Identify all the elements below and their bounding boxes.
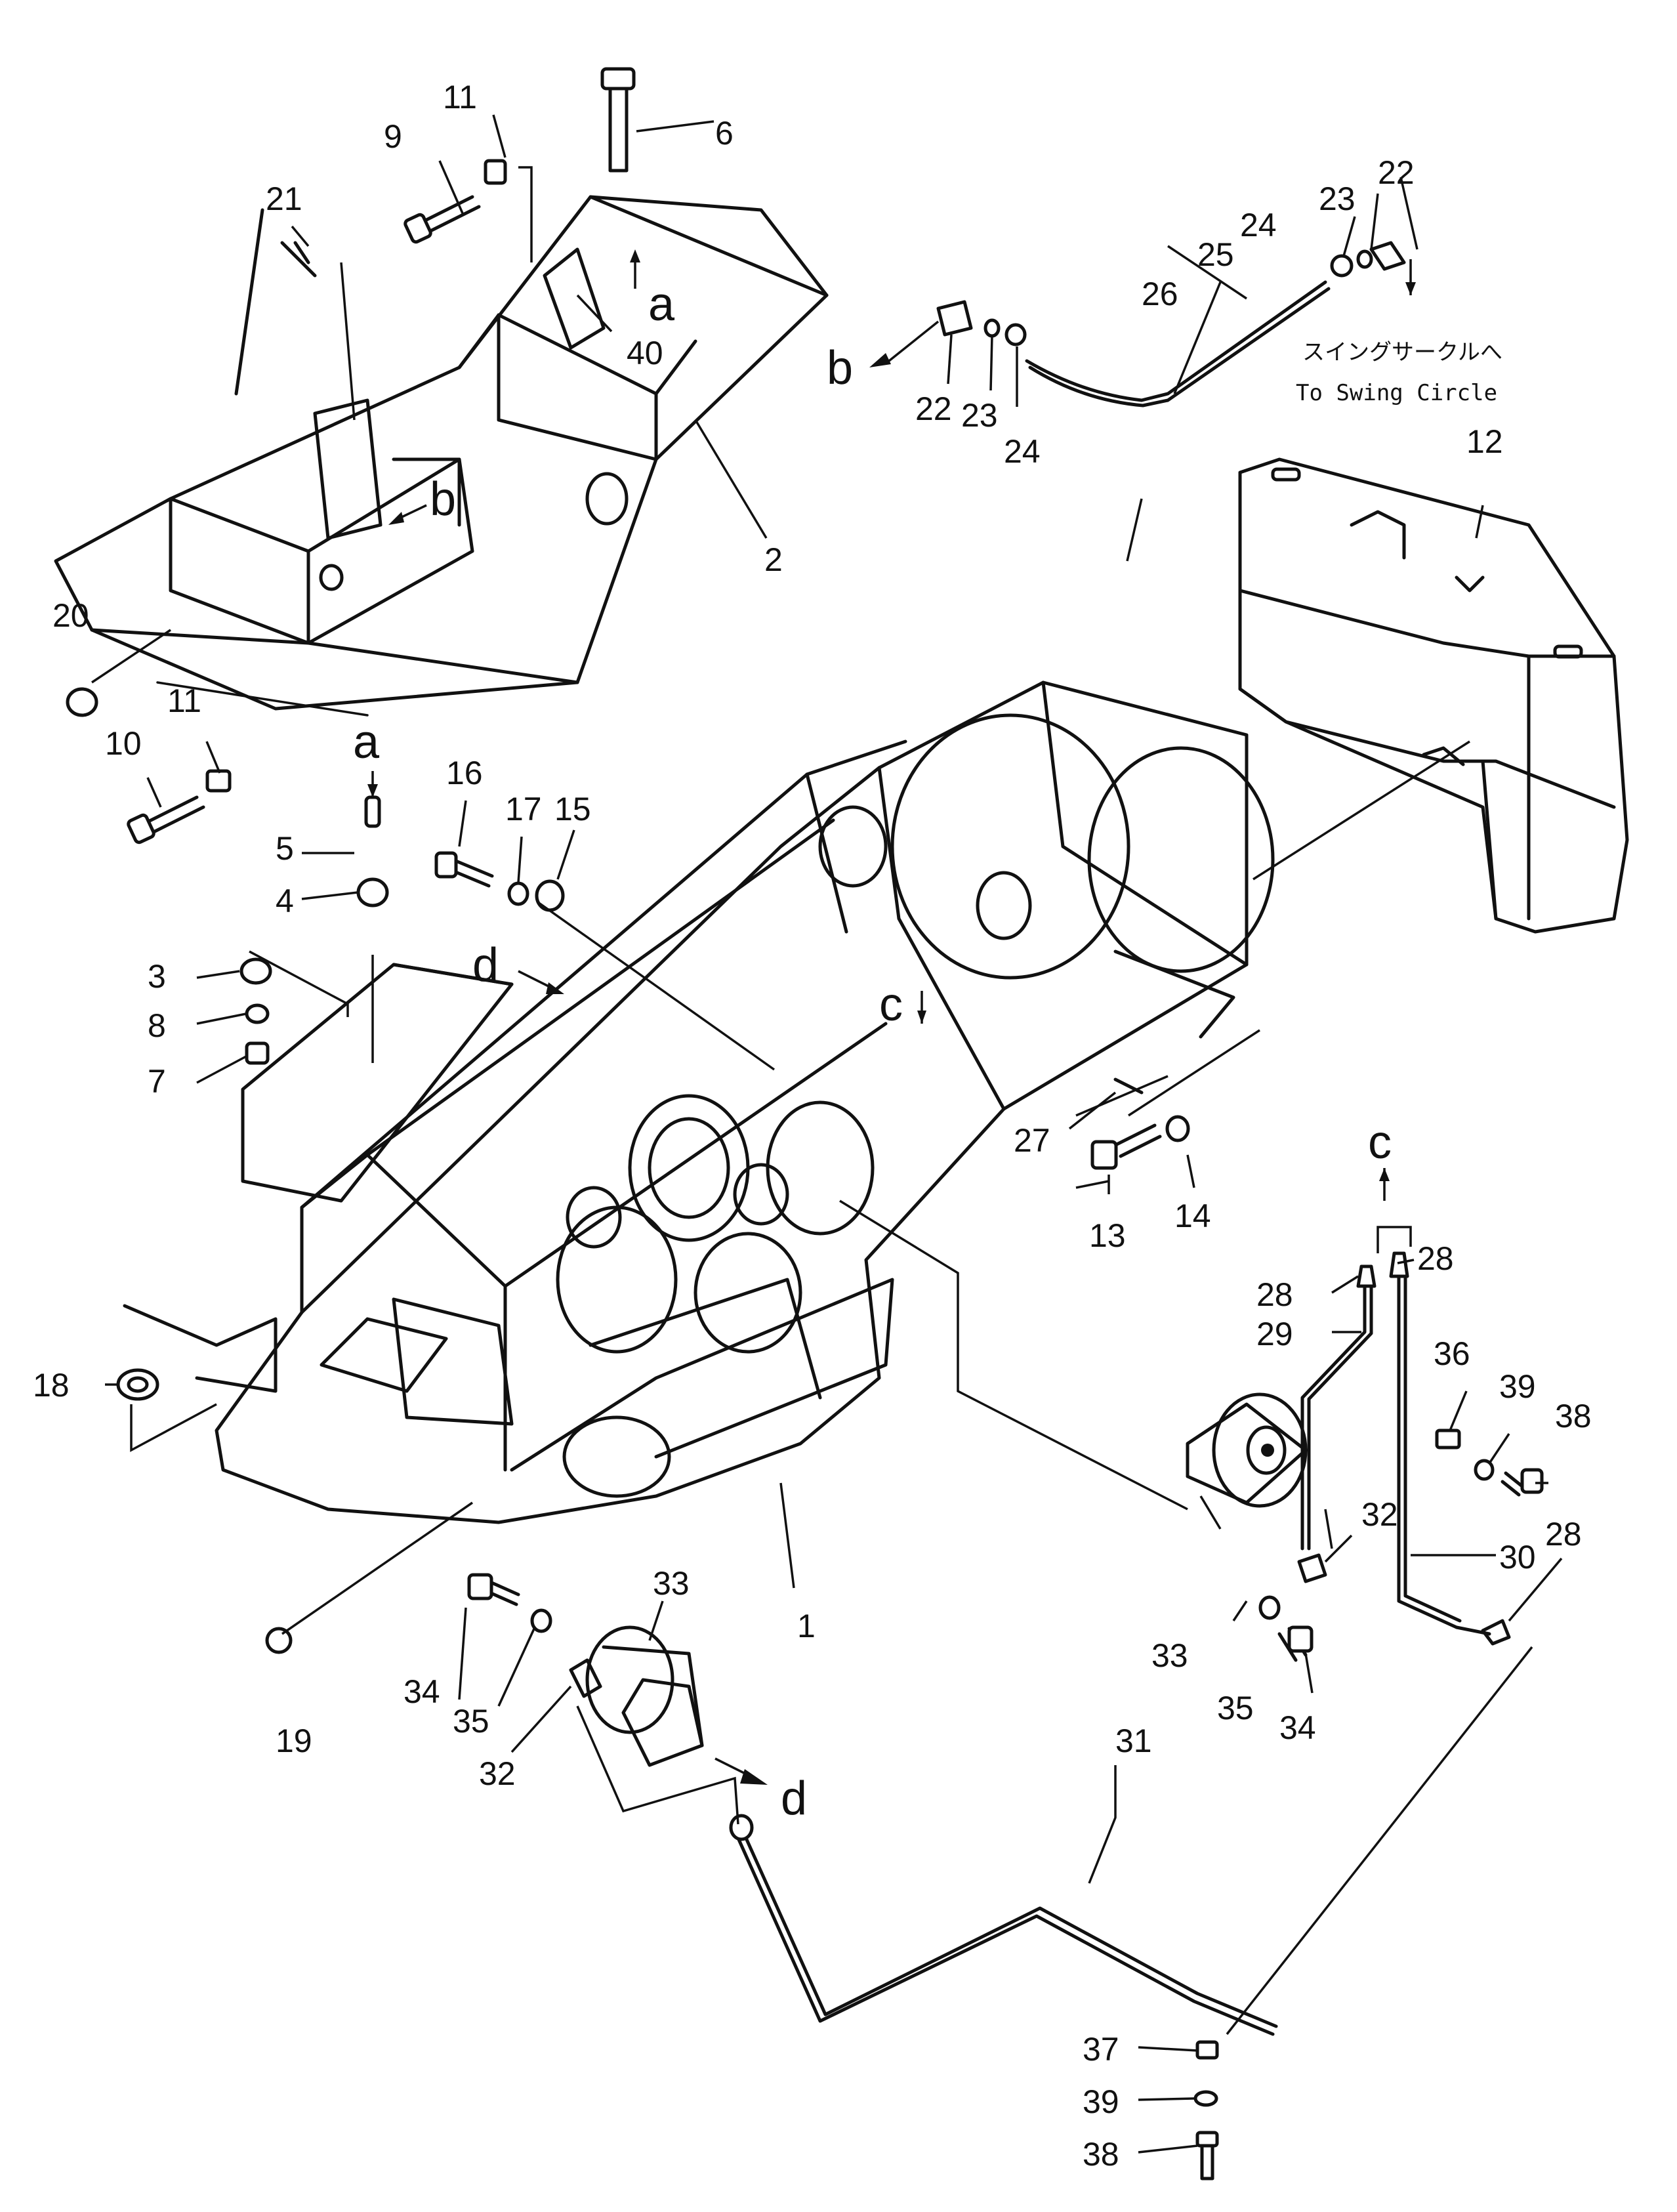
callout-38b: 38 (1083, 2136, 1119, 2173)
callout-32a: 32 (1361, 1496, 1398, 1533)
callout-7: 7 (148, 1063, 166, 1100)
callout-5: 5 (276, 830, 294, 867)
callout-36: 36 (1434, 1335, 1470, 1372)
ref-b-left: b (827, 342, 853, 394)
callout-40: 40 (627, 335, 663, 371)
swing-circle-note: スイングサークルへ To Swing Circle (1296, 339, 1502, 406)
callout-12: 12 (1466, 423, 1503, 460)
callout-32b: 32 (479, 1755, 516, 1792)
callout-19: 19 (276, 1722, 312, 1759)
reference-letters: a a b b c c d d (353, 278, 1392, 1825)
callout-10: 10 (105, 725, 142, 762)
callout-9: 9 (384, 118, 402, 155)
callout-11b: 11 (167, 682, 201, 719)
motor-right (1186, 1392, 1308, 1508)
callout-29: 29 (1256, 1316, 1293, 1352)
callout-35b: 35 (453, 1703, 489, 1740)
callout-23b: 23 (1319, 180, 1356, 217)
ref-d-frame: d (472, 939, 499, 991)
callout-33b: 33 (653, 1565, 690, 1602)
note-english: To Swing Circle (1296, 380, 1497, 406)
callout-33a: 33 (1151, 1637, 1188, 1674)
callout-6: 6 (715, 115, 734, 152)
callout-14: 14 (1174, 1198, 1211, 1234)
callout-23a: 23 (961, 397, 998, 434)
callout-18: 18 (33, 1367, 70, 1404)
motor-left (585, 1625, 704, 1767)
callout-17: 17 (505, 791, 542, 827)
callout-35a: 35 (1217, 1690, 1254, 1726)
callout-30: 30 (1499, 1539, 1536, 1576)
pipes (729, 280, 1491, 2036)
callout-27: 27 (1014, 1122, 1050, 1159)
callout-labels: 1 2 3 4 5 6 7 8 9 10 11 11 12 13 14 15 1… (33, 79, 1592, 2173)
note-japanese: スイングサークルへ (1302, 339, 1502, 365)
callout-4: 4 (276, 883, 294, 919)
ref-a-lower: a (353, 716, 380, 768)
callout-22b: 22 (1378, 154, 1415, 191)
main-frame (123, 680, 1275, 1524)
callout-37: 37 (1083, 2031, 1119, 2068)
callout-24a: 24 (1004, 433, 1041, 470)
callout-31: 31 (1115, 1722, 1152, 1759)
callout-21: 21 (266, 180, 302, 217)
callout-28c: 28 (1545, 1516, 1582, 1553)
upper-frame (54, 195, 829, 717)
callout-20: 20 (52, 597, 89, 634)
ref-c-frame: c (879, 978, 903, 1031)
callout-8: 8 (148, 1007, 166, 1044)
callout-11a: 11 (443, 79, 477, 115)
callout-1: 1 (797, 1608, 816, 1644)
counterweight (1238, 457, 1629, 934)
callout-34a: 34 (1279, 1709, 1316, 1746)
callout-2: 2 (764, 541, 783, 578)
callout-39b: 39 (1083, 2083, 1119, 2120)
callout-22a: 22 (915, 390, 952, 427)
small-parts (66, 67, 1544, 2181)
callout-15: 15 (554, 791, 591, 827)
callout-38a: 38 (1555, 1398, 1592, 1434)
callout-16: 16 (446, 755, 483, 791)
ref-d-motor: d (781, 1772, 807, 1825)
ref-b-frame: b (430, 473, 456, 526)
reference-arrows (367, 249, 1416, 1785)
leader-lines (91, 114, 1563, 2154)
callout-26: 26 (1142, 276, 1178, 312)
callout-3: 3 (148, 958, 166, 995)
callout-28a: 28 (1417, 1240, 1454, 1277)
callout-25: 25 (1197, 236, 1234, 273)
ref-c-right: c (1368, 1116, 1392, 1169)
callout-28b: 28 (1256, 1276, 1293, 1313)
callout-39a: 39 (1499, 1368, 1536, 1405)
callout-24b: 24 (1240, 207, 1277, 243)
callout-34b: 34 (404, 1673, 440, 1710)
ref-a-upper: a (648, 278, 675, 331)
callout-13: 13 (1089, 1217, 1126, 1254)
